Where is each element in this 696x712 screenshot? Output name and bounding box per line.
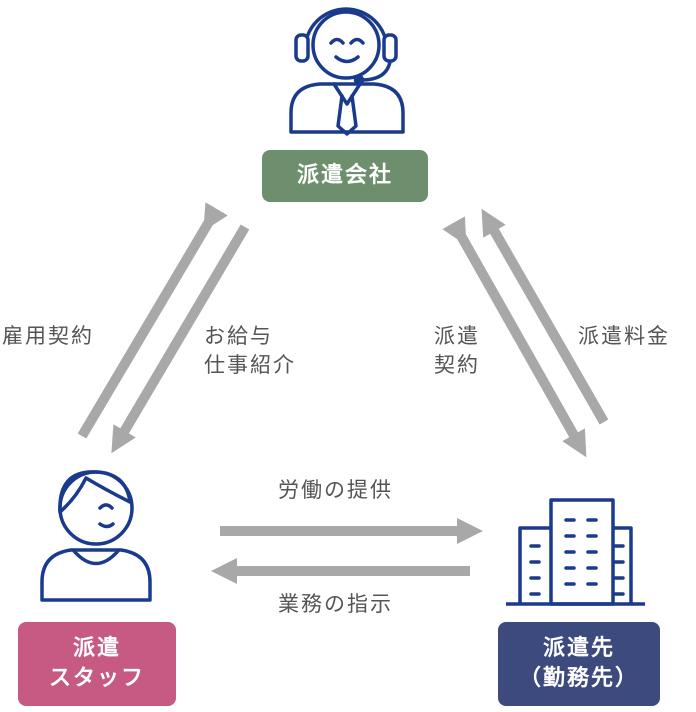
label-dispatch-fee-text: 派遣料金 (578, 324, 670, 348)
label-salary-line2: 仕事紹介 (204, 353, 296, 377)
node-client: 派遣先 （勤務先） (498, 622, 660, 706)
label-salary: お給与 仕事紹介 (204, 322, 296, 380)
office-buildings-icon (506, 498, 645, 606)
label-salary-line1: お給与 (204, 324, 273, 348)
label-labor-text: 労働の提供 (278, 478, 393, 502)
node-staff-line2: スタッフ (48, 666, 145, 691)
label-labor: 労働の提供 (278, 476, 393, 505)
label-dispatch-contract-line2: 契約 (434, 353, 480, 377)
node-client-line1: 派遣先 (542, 636, 615, 661)
node-staff-line1: 派遣 (72, 636, 121, 661)
label-instruction: 業務の指示 (278, 590, 393, 619)
arrow-salary (111, 224, 250, 454)
arrow-dispatch-fee (481, 208, 609, 425)
label-dispatch-contract: 派遣 契約 (434, 322, 480, 380)
person-icon (40, 470, 152, 602)
label-employment-contract-text: 雇用契約 (2, 324, 94, 348)
node-staff: 派遣 スタッフ (18, 622, 176, 706)
arrow-dispatch-contract (442, 216, 587, 458)
node-company-label: 派遣会社 (296, 163, 393, 188)
label-employment-contract: 雇用契約 (2, 322, 94, 351)
node-company: 派遣会社 (262, 150, 428, 202)
label-dispatch-fee: 派遣料金 (578, 322, 670, 351)
label-dispatch-contract-line1: 派遣 (434, 324, 480, 348)
node-client-line2: （勤務先） (518, 666, 639, 691)
arrow-employment-contract (77, 202, 228, 439)
label-instruction-text: 業務の指示 (278, 592, 393, 616)
operator-headset-icon (289, 7, 405, 136)
